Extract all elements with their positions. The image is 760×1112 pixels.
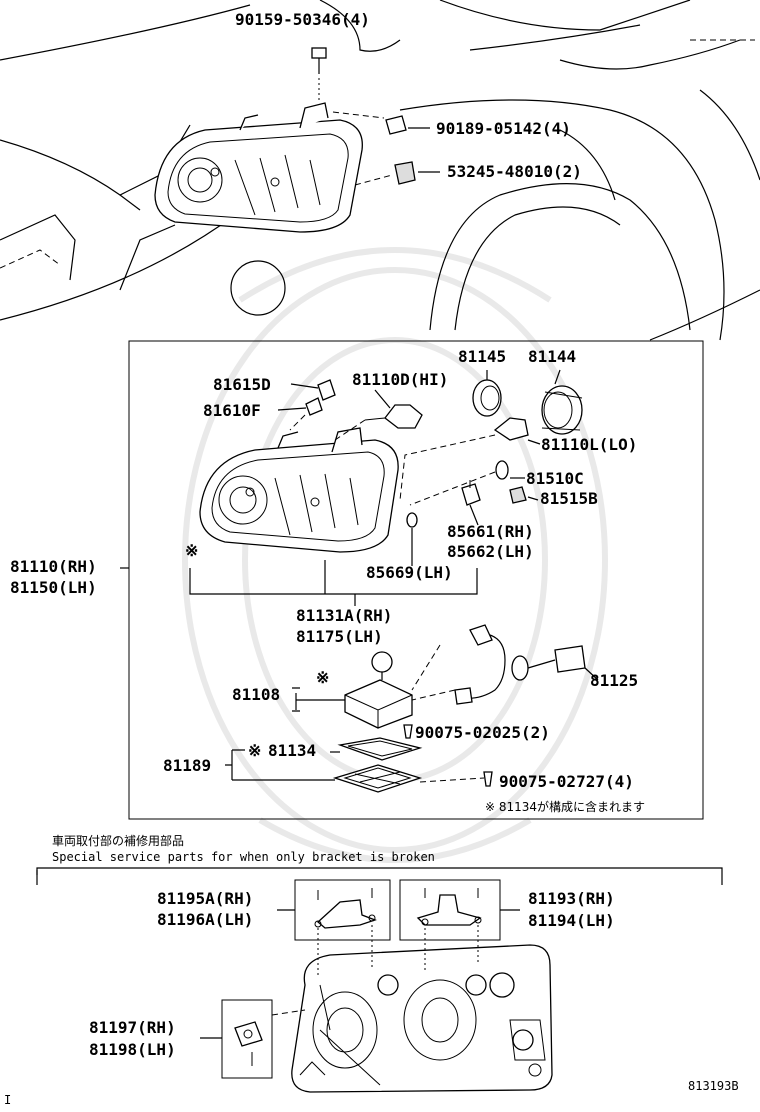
box-bracket-c (221, 999, 273, 1079)
label-retainer-top: 53245-48010(2) (447, 162, 582, 181)
label-81195a-rh: 81195A(RH) (157, 889, 253, 908)
label-90075-02025: 90075-02025(2) (415, 723, 550, 742)
label-81110l-lo: 81110L(LO) (541, 435, 637, 454)
label-81145: 81145 (458, 347, 506, 366)
label-81189: 81189 (163, 756, 211, 775)
label-clip-top: 90189-05142(4) (436, 119, 571, 138)
wire-harness-81125 (454, 624, 586, 705)
kome-mark-lamp: ※ (185, 541, 198, 560)
bracket-b-part (416, 888, 482, 926)
figure-id: 813193B (688, 1079, 739, 1093)
label-81193-rh: 81193(RH) (528, 889, 615, 908)
bracket-a-part (314, 888, 377, 929)
label-81615d: 81615D (213, 375, 271, 394)
bulb-hi (334, 404, 423, 441)
ballast-81108 (344, 644, 456, 729)
kome-mark-ballast: ※ (316, 668, 329, 687)
bolt-top (311, 47, 327, 100)
section-title-en: Special service parts for when only brac… (52, 850, 435, 864)
socket-81615d (289, 379, 336, 431)
label-bolt-top: 90159-50346(4) (235, 10, 370, 29)
label-lamp-rh: 81110(RH) (10, 557, 97, 576)
clip-top (332, 111, 407, 135)
label-81125: 81125 (590, 671, 638, 690)
label-81175-lh: 81175(LH) (296, 627, 383, 646)
label-81610f: 81610F (203, 401, 261, 420)
screw-90075-02025 (403, 724, 413, 739)
footnote-81134: ※ 81134が構成に含まれます (485, 799, 645, 814)
headlamp-assembly (199, 427, 399, 553)
assembly-frame (128, 340, 704, 820)
retainer-top (354, 161, 416, 186)
bulb-lo (399, 417, 529, 501)
label-81510c: 81510C (526, 469, 584, 488)
label-90075-02727: 90075-02727(4) (499, 772, 634, 791)
label-81194-lh: 81194(LH) (528, 911, 615, 930)
socket-85661 (461, 480, 481, 506)
socket-81515b (509, 486, 527, 504)
section-title-jp: 車両取付部の補修用部品 (52, 833, 184, 848)
screw-90075-02727 (419, 771, 493, 787)
kome-mark-cover: ※ (248, 741, 261, 760)
socket-81145 (472, 379, 502, 417)
label-81110d-hi: 81110D(HI) (352, 370, 448, 389)
bracket-c-part (234, 1009, 306, 1066)
label-85662-lh: 85662(LH) (447, 542, 534, 561)
label-81196a-lh: 81196A(LH) (157, 910, 253, 929)
label-85669: 85669(LH) (366, 563, 453, 582)
label-81197-rh: 81197(RH) (89, 1018, 176, 1037)
headlamp-top-view (154, 102, 363, 233)
label-81198-lh: 81198(LH) (89, 1040, 176, 1059)
gasket-85669 (406, 512, 418, 528)
corner-mark: I (4, 1093, 11, 1107)
label-81131a-rh: 81131A(RH) (296, 606, 392, 625)
headlamp-rear-view (291, 925, 553, 1093)
car-front-illustration (0, 0, 760, 341)
bulb-81510c (409, 460, 509, 506)
label-81144: 81144 (528, 347, 576, 366)
label-81134: 81134 (268, 741, 316, 760)
label-lamp-lh: 81150(LH) (10, 578, 97, 597)
cover-81134 (337, 737, 423, 761)
cover-81189 (332, 764, 423, 793)
label-85661-rh: 85661(RH) (447, 522, 534, 541)
label-81108: 81108 (232, 685, 280, 704)
cap-81144 (541, 385, 583, 435)
label-81515b: 81515B (540, 489, 598, 508)
